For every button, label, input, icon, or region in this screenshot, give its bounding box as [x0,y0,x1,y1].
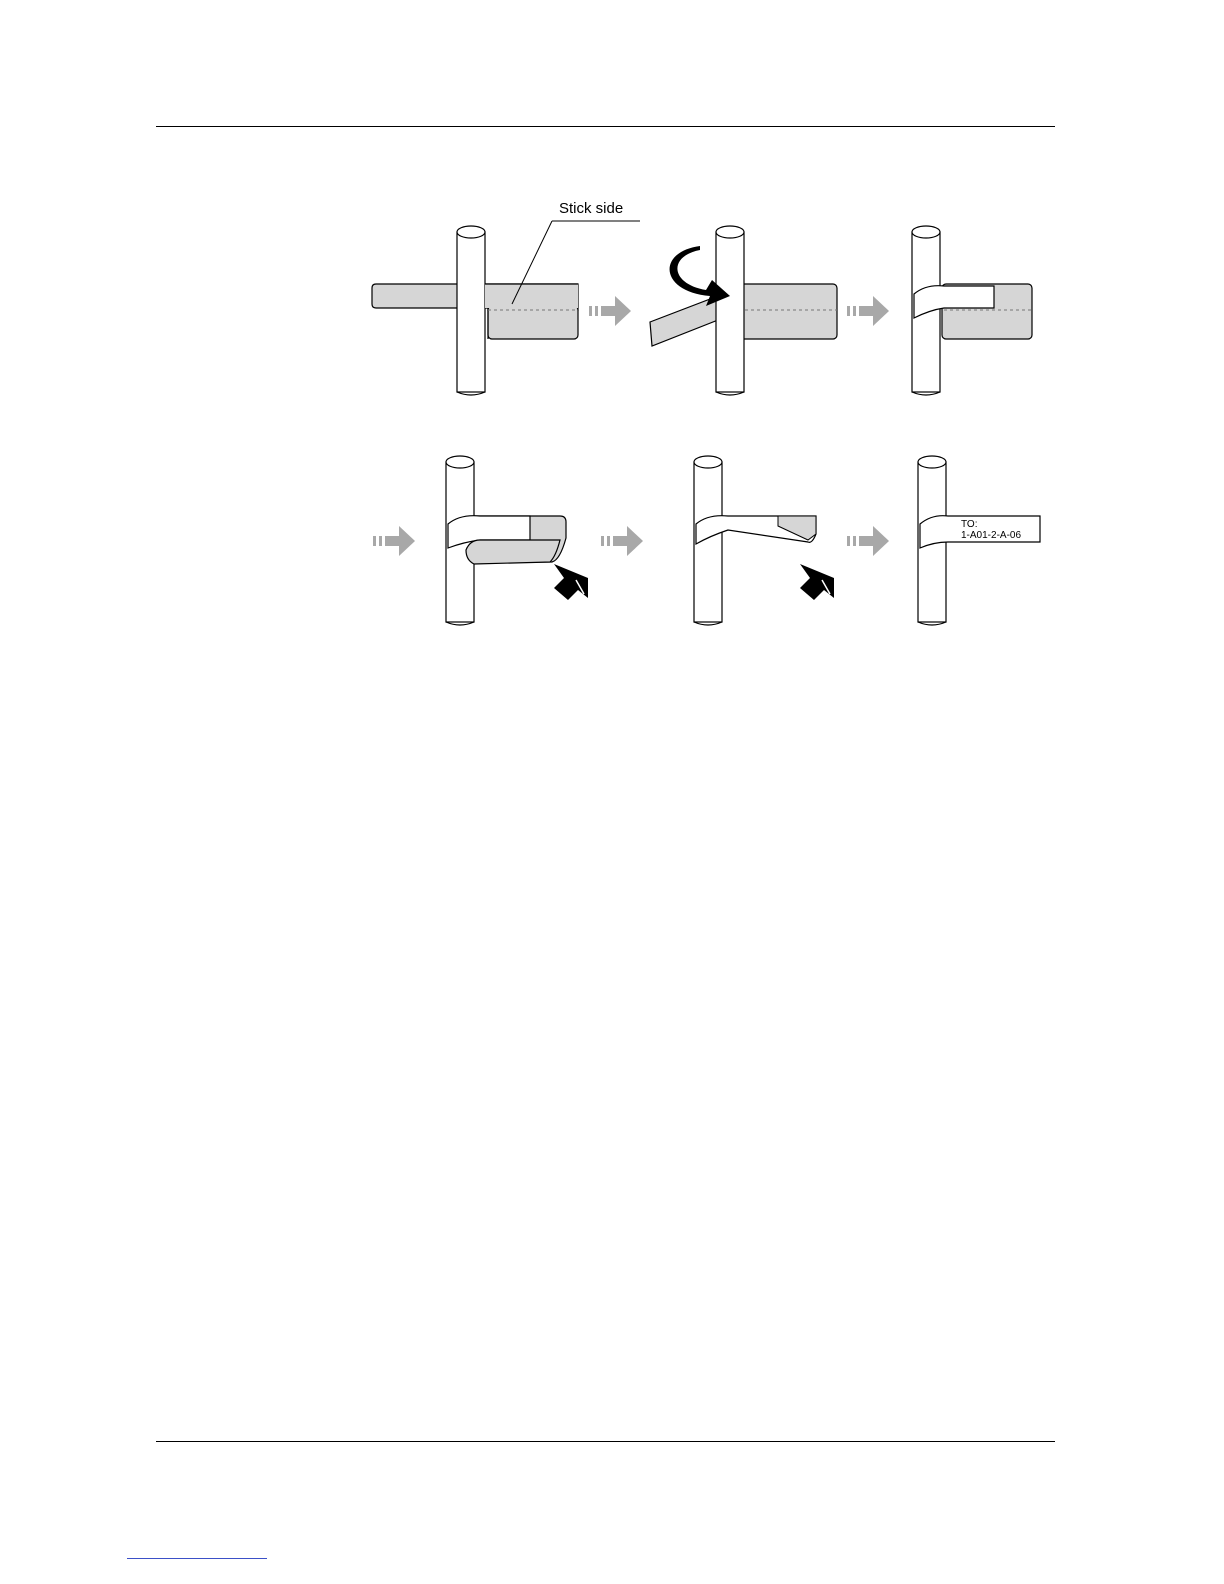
step-arrow-2 [847,296,889,326]
step-arrow-5 [847,526,889,556]
step-5-diagram [694,456,834,625]
step-3-diagram [912,226,1032,395]
step-4-diagram [446,456,588,625]
step-arrow-1 [589,296,631,326]
step-arrow-4 [601,526,643,556]
stick-side-label: Stick side [559,200,623,217]
footer-rule [156,1441,1055,1442]
step-2-diagram [650,226,837,395]
tag-text-line2: 1-A01-2-A-06 [961,530,1021,541]
tag-text-line1: TO: [961,519,977,530]
footer-link-underline[interactable] [127,1558,267,1559]
step-1-diagram [372,221,640,395]
step-arrow-3 [373,526,415,556]
